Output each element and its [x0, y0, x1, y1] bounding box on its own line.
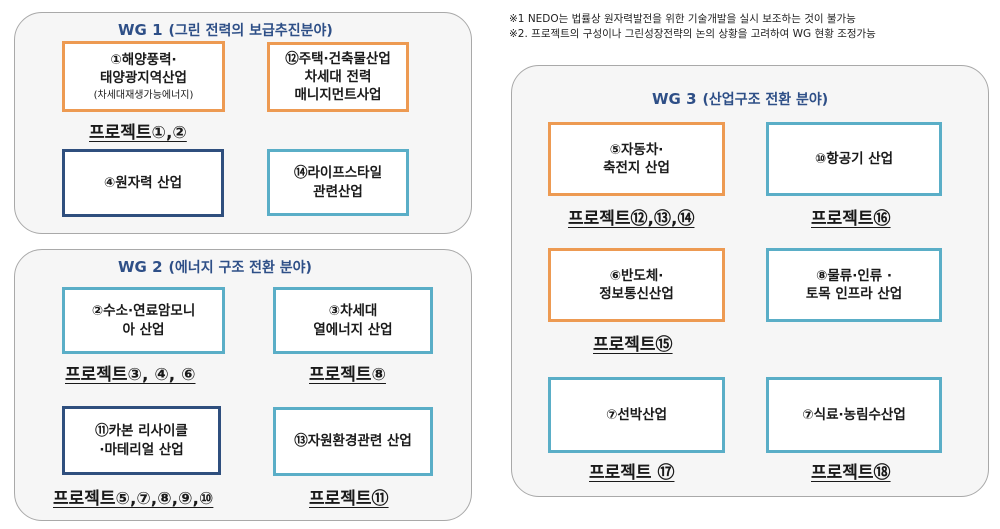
wg2-hydrogen-box: ②수소·연료암모니 아 산업 [62, 287, 225, 354]
box-line: ②수소·연료암모니 [91, 303, 196, 320]
wg3-aircraft-box: ⑩항공기 산업 [766, 122, 942, 196]
wg2-project-label-2: 프로젝트⑧ [309, 365, 386, 385]
wg3-project-label-3: 프로젝트⑮ [593, 335, 673, 355]
footnotes: ※1 NEDO는 법률상 원자력발전을 위한 기술개발을 실시 보조하는 것이 … [509, 12, 876, 42]
wg3-logistics-box: ⑧물류·인류 · 토목 인프라 산업 [766, 248, 942, 322]
footnote-2: ※2. 프로젝트의 구성이나 그린성장전략의 논의 상황을 고려하여 WG 현황… [509, 28, 876, 40]
wg3-shipbuilding-box: ⑦선박산업 [548, 377, 725, 453]
wg3-project-label-5: 프로젝트 ⑰ [589, 463, 675, 483]
box-line: ⑦식료·농림수산업 [802, 406, 906, 423]
wg2-carbon-recycle-box: ⑪카본 리사이클 ·마테리얼 산업 [62, 406, 221, 475]
wg3-project-label-2: 프로젝트⑯ [811, 209, 891, 229]
wg3-title-label: WG 3 [652, 90, 697, 108]
wg2-thermal-box: ③차세대 열에너지 산업 [273, 287, 433, 354]
box-line: ·마테리얼 산업 [99, 441, 184, 458]
box-line: ⑭라이프스타일 [293, 165, 383, 182]
box-line: 태양광지역산업 [100, 69, 187, 86]
box-line: ⑬자원환경관련 산업 [294, 433, 412, 450]
box-line: ⑦선박산업 [605, 406, 668, 423]
wg3-project-label-1: 프로젝트⑫,⑬,⑭ [568, 209, 695, 229]
wg3-semiconductor-box: ⑥반도체· 정보통신산업 [548, 248, 725, 322]
wg1-project-label-1: 프로젝트①,② [89, 123, 187, 143]
box-line: ③차세대 [328, 303, 378, 320]
wg1-housing-box: ⑫주택·건축물산업 차세대 전력 매니지먼트사업 [267, 42, 409, 112]
box-line: 아 산업 [122, 321, 165, 338]
box-line: 정보통신산업 [599, 286, 674, 302]
wg2-project-label-1: 프로젝트③, ④, ⑥ [65, 365, 196, 385]
wg2-title: WG 2 (에너지 구조 전환 분야) [118, 257, 312, 277]
wg2-title-label: WG 2 [118, 258, 163, 276]
wg1-offshore-wind-box: ①해양풍력· 태양광지역산업 (차세대재생가능에너지) [62, 41, 225, 112]
box-line: ⑤자동차· [609, 141, 664, 158]
box-line: 차세대 전력 [304, 68, 372, 85]
box-note: (차세대재생가능에너지) [93, 89, 194, 101]
box-line: ⑫주택·건축물산업 [285, 50, 391, 67]
wg1-subtitle: (그린 전력의 보급추진분야) [168, 23, 333, 39]
wg1-title-label: WG 1 [118, 21, 163, 39]
box-line: ④원자력 산업 [103, 174, 183, 191]
wg1-lifestyle-box: ⑭라이프스타일 관련산업 [267, 149, 409, 216]
box-line: ⑪카본 리사이클 [95, 423, 188, 440]
box-line: 열에너지 산업 [313, 321, 393, 338]
wg2-project-label-4: 프로젝트⑪ [309, 489, 389, 509]
wg2-resource-box: ⑬자원환경관련 산업 [273, 407, 433, 476]
box-line: 관련산업 [313, 183, 363, 200]
wg1-nuclear-box: ④원자력 산업 [62, 149, 224, 217]
footnote-1: ※1 NEDO는 법률상 원자력발전을 위한 기술개발을 실시 보조하는 것이 … [509, 13, 856, 25]
wg2-subtitle: (에너지 구조 전환 분야) [168, 260, 312, 276]
wg3-automobile-box: ⑤자동차· 축전지 산업 [548, 122, 725, 196]
wg1-title: WG 1 (그린 전력의 보급추진분야) [118, 20, 333, 40]
box-line: ①해양풍력· [110, 51, 177, 68]
box-line: ⑩항공기 산업 [814, 150, 894, 167]
box-line: ⑥반도체· [609, 267, 664, 284]
box-line: 토목 인프라 산업 [805, 286, 903, 302]
box-line: 축전지 산업 [603, 160, 670, 176]
wg3-project-label-6: 프로젝트⑱ [811, 463, 891, 483]
wg2-project-label-3: 프로젝트⑤,⑦,⑧,⑨,⑩ [53, 489, 214, 509]
wg3-title: WG 3 (산업구조 전환 분야) [652, 89, 828, 109]
wg3-food-agriculture-box: ⑦식료·농림수산업 [766, 377, 942, 453]
wg3-subtitle: (산업구조 전환 분야) [702, 92, 829, 108]
box-line: 매니지먼트사업 [294, 87, 382, 104]
box-line: ⑧물류·인류 · [815, 267, 893, 284]
